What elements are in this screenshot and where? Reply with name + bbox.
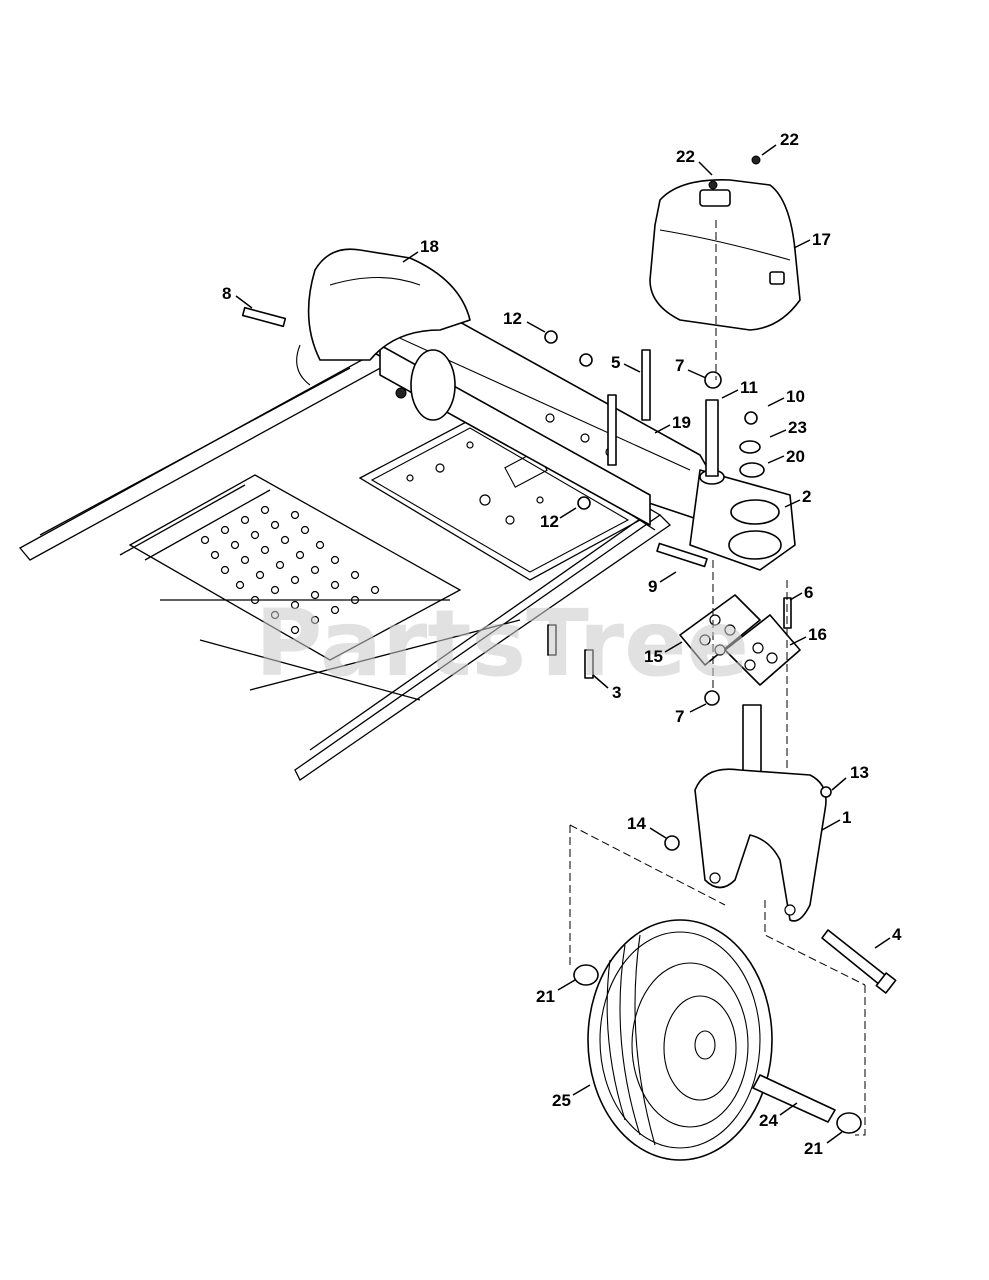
callout-16: 16 xyxy=(789,625,827,646)
callout-4: 4 xyxy=(874,925,902,949)
hardware xyxy=(241,306,792,706)
callout-label: 24 xyxy=(759,1111,778,1130)
callout-7-bottom: 7 xyxy=(675,703,707,726)
foot-plate-holes xyxy=(200,505,380,635)
callout-7-top: 7 xyxy=(675,356,707,379)
callout-24: 24 xyxy=(759,1102,798,1130)
callout-label: 9 xyxy=(648,577,657,596)
callout-label: 6 xyxy=(804,583,813,602)
callout-label: 4 xyxy=(892,925,902,944)
callout-10: 10 xyxy=(767,387,805,407)
callout-9: 9 xyxy=(648,571,677,596)
callout-label: 21 xyxy=(536,987,555,1006)
callout-label: 1 xyxy=(842,808,851,827)
callout-label: 17 xyxy=(812,230,831,249)
part-4-axle-bolt xyxy=(821,929,897,994)
callout-label: 5 xyxy=(611,353,620,372)
callout-22-right: 22 xyxy=(761,130,799,156)
callout-19: 19 xyxy=(654,413,691,434)
watermark: PartsTree xyxy=(255,590,749,697)
part-21-spacers xyxy=(573,964,862,1134)
callout-21-left: 21 xyxy=(536,979,576,1006)
callout-22-left: 22 xyxy=(676,147,713,176)
callout-13: 13 xyxy=(831,763,869,791)
assembly-lines xyxy=(569,220,866,1136)
callout-1: 1 xyxy=(821,808,851,831)
callout-label: 13 xyxy=(850,763,869,782)
callout-label: 20 xyxy=(786,447,805,466)
callout-25: 25 xyxy=(552,1084,591,1110)
callout-label: 11 xyxy=(740,378,758,397)
callout-15: 15 xyxy=(644,641,683,666)
callout-label: 25 xyxy=(552,1091,571,1110)
callout-8: 8 xyxy=(222,284,253,309)
part-18-axle-cover-left xyxy=(296,248,471,386)
callout-label: 15 xyxy=(644,647,663,666)
callout-label: 16 xyxy=(808,625,827,644)
part-24-axle xyxy=(752,1074,836,1123)
callout-label: 7 xyxy=(675,707,684,726)
callout-label: 2 xyxy=(802,487,811,506)
front-axle-beam xyxy=(329,299,721,526)
callout-12-bottom: 12 xyxy=(540,507,577,531)
callout-label: 14 xyxy=(627,814,646,833)
callout-20: 20 xyxy=(767,447,805,466)
part-25-wheel xyxy=(587,919,773,1161)
callout-21-right: 21 xyxy=(804,1131,843,1158)
callout-label: 12 xyxy=(503,309,522,328)
callout-label: 18 xyxy=(420,237,439,256)
callout-23: 23 xyxy=(769,418,807,438)
callout-11: 11 xyxy=(721,378,758,399)
callout-label: 23 xyxy=(788,418,807,437)
callout-label: 22 xyxy=(780,130,799,149)
spindle-assembly xyxy=(689,155,796,571)
callout-label: 19 xyxy=(672,413,691,432)
callout-5: 5 xyxy=(611,353,641,373)
callout-label: 22 xyxy=(676,147,695,166)
callout-label: 21 xyxy=(804,1139,823,1158)
callout-label: 8 xyxy=(222,284,231,303)
part-1-caster-fork xyxy=(664,704,832,922)
part-17-spindle-cover xyxy=(649,179,801,331)
callout-label: 12 xyxy=(540,512,559,531)
callout-18: 18 xyxy=(402,237,439,263)
callout-label: 3 xyxy=(612,683,621,702)
callout-3: 3 xyxy=(592,674,621,702)
callout-14: 14 xyxy=(627,814,667,839)
callout-label: 7 xyxy=(675,356,684,375)
callout-2: 2 xyxy=(784,487,811,508)
callout-label: 10 xyxy=(786,387,805,406)
callout-12-top: 12 xyxy=(503,309,546,333)
callout-17: 17 xyxy=(793,230,831,249)
callout-6: 6 xyxy=(789,583,813,602)
